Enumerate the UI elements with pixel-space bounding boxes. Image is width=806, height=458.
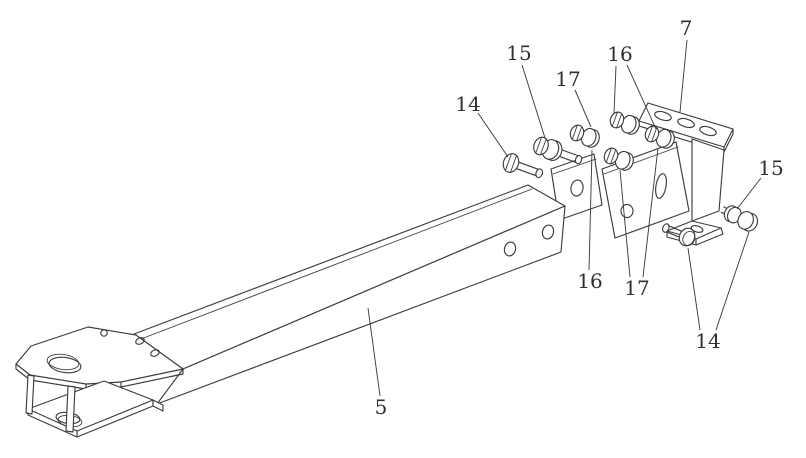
part-label-16-upper: 16 <box>607 42 632 66</box>
leader-line-5-0 <box>367 307 381 397</box>
bolt-15-lower-right <box>720 205 759 232</box>
foot-hole <box>690 225 704 233</box>
nut-washer-pair-c <box>644 125 675 149</box>
flange-hole-3 <box>699 125 717 137</box>
part-label-14-upper: 14 <box>455 92 480 116</box>
part-label-15-right: 15 <box>758 156 783 180</box>
flange-hole-1 <box>654 110 672 122</box>
beam-top-face <box>133 184 566 370</box>
bolt-14-lower-left <box>662 223 696 247</box>
clevis-left-post <box>25 374 35 415</box>
bolt-15-upper <box>533 136 583 165</box>
plate-outer-hole <box>620 203 634 219</box>
leader-line-15-right-0 <box>736 177 762 210</box>
label-layer: 5 7 14 15 17 16 15 16 17 14 <box>367 16 784 419</box>
plate-outer-thickness <box>603 146 679 175</box>
leader-line-15-upper-0 <box>521 64 546 139</box>
leader-line-7-0 <box>679 39 688 113</box>
part-label-15-upper: 15 <box>506 41 531 65</box>
beam-side-hole-1 <box>503 241 517 257</box>
beam-part-5 <box>133 184 566 405</box>
part-label-16-lower: 16 <box>577 269 602 293</box>
clevis-oval-hole-2 <box>150 349 160 357</box>
part-label-5: 5 <box>375 395 388 419</box>
bolt-14-upper <box>502 153 544 179</box>
beam-side-face <box>156 205 566 405</box>
leader-line-14-lower-1 <box>715 231 750 331</box>
leader-line-17-lower-0 <box>619 169 631 278</box>
part-label-17-lower: 17 <box>624 276 649 300</box>
plate-inner-thickness <box>552 158 597 175</box>
leader-line-14-upper-0 <box>477 112 509 158</box>
clevis-small-hole <box>100 329 108 337</box>
beam-top-ridge <box>140 188 533 340</box>
nut-washer-pair-d <box>603 147 634 171</box>
part-label-17-upper: 17 <box>555 67 580 91</box>
leader-line-14-lower-0 <box>687 247 701 331</box>
leader-line-17-lower-1 <box>642 147 659 278</box>
leader-line-17-upper-0 <box>574 89 592 128</box>
leader-line-16-upper-1 <box>626 64 657 130</box>
clevis-right-post <box>65 385 76 433</box>
clevis-big-hole-depth <box>46 353 80 371</box>
part-label-14-lower: 14 <box>695 329 720 353</box>
clevis-bottom-strip-cap <box>152 399 164 412</box>
flange-hole-2 <box>677 117 695 129</box>
leader-line-16-lower-0 <box>588 149 593 271</box>
part-label-7: 7 <box>680 16 693 40</box>
beam-clevis-end <box>15 326 184 438</box>
beam-side-hole-2 <box>541 224 555 240</box>
nut-washer-pair-a <box>569 124 600 148</box>
bracket-web <box>691 138 725 222</box>
leader-line-16-upper-0 <box>613 65 617 114</box>
plate-inner-hole <box>570 179 584 197</box>
clevis-oval-hole-1 <box>135 337 145 345</box>
nut-washer-pair-b <box>609 111 640 135</box>
clevis-big-hole-rim <box>48 356 82 374</box>
plate-outer-slot <box>655 173 667 199</box>
